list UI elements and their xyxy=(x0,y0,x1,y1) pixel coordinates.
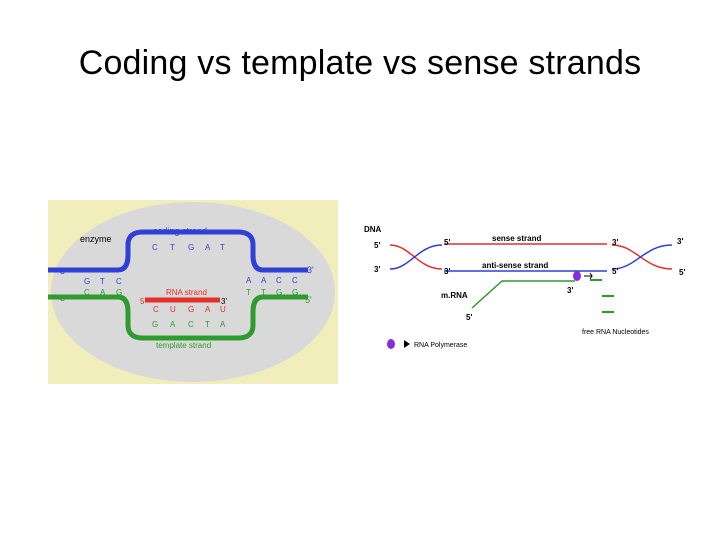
base-letter: A xyxy=(170,320,176,329)
end-label-5-prime: 5' xyxy=(305,295,312,305)
base-letter: T xyxy=(100,277,105,286)
template-strand-label: template strand xyxy=(156,341,211,350)
dna-end-3-prime: 3' xyxy=(374,265,380,274)
rna-end-3-prime: 3' xyxy=(221,297,227,306)
direction-arrow-icon xyxy=(584,272,593,280)
dna-end-3-prime-right: 3' xyxy=(677,237,683,246)
sense-twist-right xyxy=(611,244,673,270)
transcription-bubble-diagram: enzyme coding strand RNA strand template… xyxy=(48,200,338,384)
mrna-end-3-prime: 3' xyxy=(567,286,573,295)
base-letter: C xyxy=(292,276,298,285)
base-letter: A xyxy=(246,276,252,285)
base-letter: G xyxy=(84,277,90,286)
polymerase-legend-label: RNA Polymerase xyxy=(414,342,467,349)
base-letter: G xyxy=(276,288,282,297)
mrna-end-5-prime: 5' xyxy=(466,313,472,322)
base-letter: C xyxy=(116,277,122,286)
antisense-twist-right xyxy=(611,244,673,270)
base-letter: U xyxy=(220,305,226,314)
base-letter: T xyxy=(261,288,266,297)
enzyme-body xyxy=(51,202,335,382)
base-letter: G xyxy=(116,288,122,297)
antisense-twist-left xyxy=(389,244,443,270)
base-letter: C xyxy=(276,276,282,285)
coding-strand-label: coding strand xyxy=(153,226,207,236)
dna-label: DNA xyxy=(364,225,382,234)
mrna-strand-line xyxy=(471,280,575,309)
base-letter: A xyxy=(261,276,267,285)
rna-polymerase-dot xyxy=(573,271,581,281)
sense-end-3-prime: 3' xyxy=(612,238,618,247)
rna-end-5-prime: 5' xyxy=(140,297,146,306)
template-strand-line xyxy=(48,294,308,341)
dna-end-5-prime-right: 5' xyxy=(679,268,685,277)
dna-end-5-prime: 5' xyxy=(374,241,380,250)
base-letter: G xyxy=(292,288,298,297)
base-letter: T xyxy=(220,243,225,252)
base-letter: C xyxy=(188,320,194,329)
base-letter: T xyxy=(205,320,210,329)
base-letter: C xyxy=(84,288,90,297)
end-label-3-prime: 3' xyxy=(60,293,67,303)
base-letter: A xyxy=(220,320,226,329)
rna-strand-label: RNA strand xyxy=(166,288,207,297)
sense-antisense-diagram: DNA 5' 3' 5' sense strand 3' 3' 3' anti-… xyxy=(364,225,685,349)
base-letter: A xyxy=(205,305,211,314)
base-letter: U xyxy=(170,305,176,314)
antisense-strand-label: anti-sense strand xyxy=(482,261,548,270)
base-letter: C xyxy=(152,243,158,252)
base-letter: G xyxy=(188,243,194,252)
free-nucleotides-label: free RNA Nucleotides xyxy=(582,329,649,336)
slide-title: Coding vs template vs sense strands xyxy=(78,44,642,82)
base-letter: T xyxy=(170,243,175,252)
base-letter: A xyxy=(100,288,106,297)
end-label-5-prime: 5' xyxy=(60,266,67,276)
sense-twist-left xyxy=(389,244,443,270)
base-letter: A xyxy=(205,243,211,252)
base-letter: T xyxy=(246,288,251,297)
play-arrow-icon xyxy=(404,340,410,348)
sense-start-5-prime: 5' xyxy=(444,238,450,247)
antisense-start-3-prime: 3' xyxy=(444,267,450,276)
base-letter: C xyxy=(153,305,159,314)
coding-strand-line xyxy=(48,229,308,273)
polymerase-legend-dot xyxy=(387,339,395,349)
base-letter: G xyxy=(152,320,158,329)
base-letter: G xyxy=(188,305,194,314)
sense-strand-label: sense strand xyxy=(492,234,541,243)
mrna-label: m.RNA xyxy=(441,291,468,300)
antisense-end-5-prime: 5' xyxy=(612,267,618,276)
end-label-3-prime: 3' xyxy=(307,265,314,275)
enzyme-label: enzyme xyxy=(80,234,112,244)
